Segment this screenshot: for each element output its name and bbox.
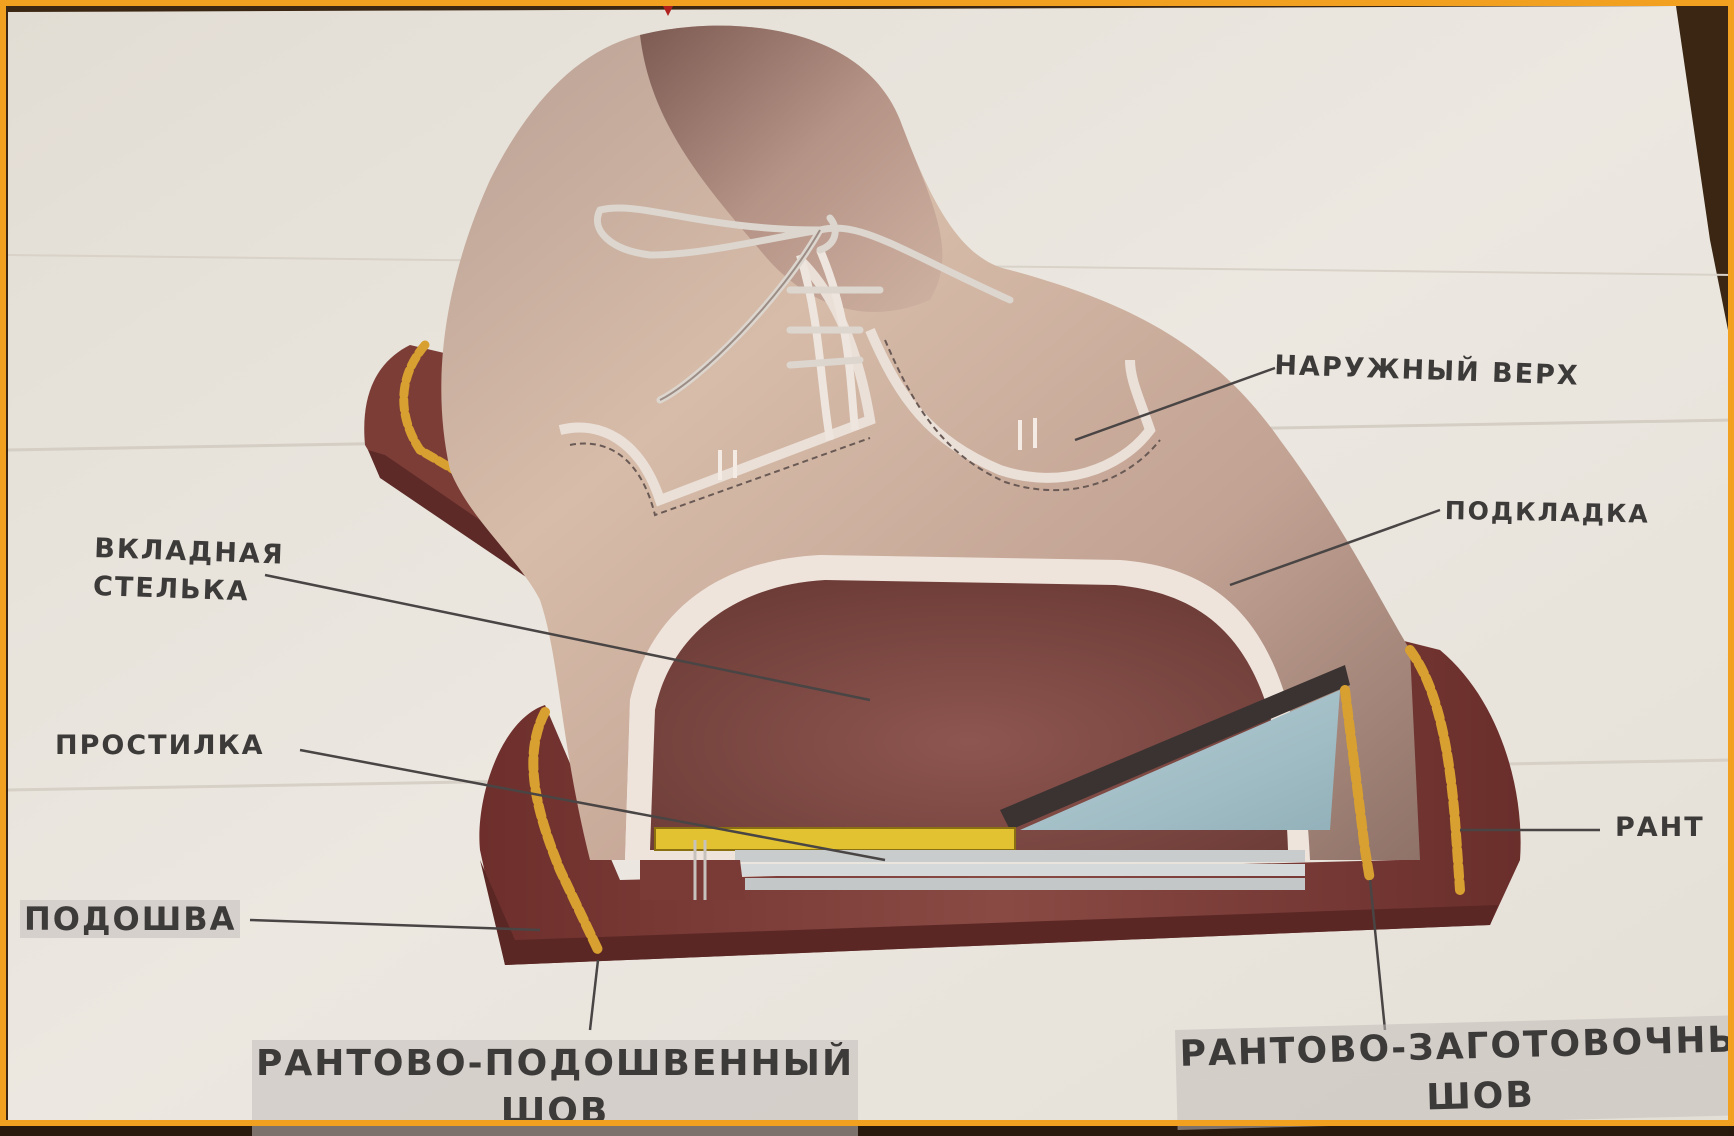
grey-layer: [745, 878, 1305, 890]
label-welt: РАНТ: [1615, 812, 1705, 843]
label-insole: ВКЛАДНАЯ СТЕЛЬКА: [92, 530, 285, 613]
label-filler: ПРОСТИЛКА: [55, 730, 265, 761]
yellow-layer: [655, 828, 1015, 850]
label-welt-sole-seam: РАНТОВО-ПОДОШВЕННЫЙ ШОВ: [252, 1040, 858, 1136]
insole-lip: [640, 860, 745, 900]
grey-layer: [735, 850, 1305, 862]
label-lining: ПОДКЛАДКА: [1444, 496, 1650, 529]
label-welt-upper-seam: РАНТОВО-ЗАГОТОВОЧНЫЙ ШОВ: [1175, 1014, 1734, 1130]
label-outsole: ПОДОШВА: [20, 900, 240, 938]
grey-layer: [740, 864, 1305, 876]
